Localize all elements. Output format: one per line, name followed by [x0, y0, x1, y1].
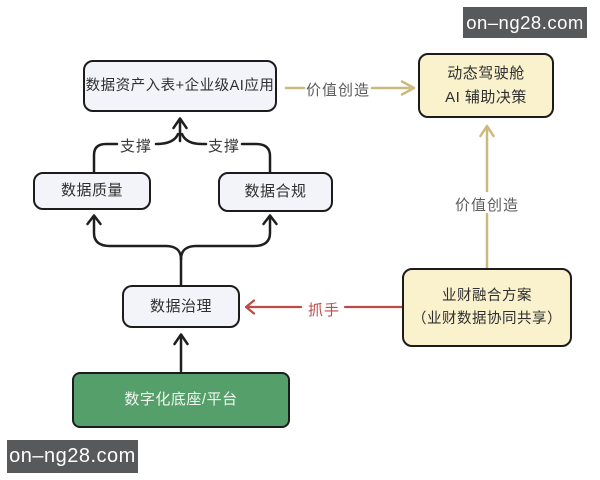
node-finance-line2: （业财数据协同共享） — [412, 310, 562, 327]
node-compliance-label: 数据合规 — [244, 183, 307, 201]
watermark-badge-bottom-left: on–ng28.com — [7, 440, 138, 473]
node-cockpit: 动态驾驶舱 AI 辅助决策 — [418, 53, 554, 118]
edge-label-support-right: 支撑 — [207, 138, 240, 155]
node-quality-label: 数据质量 — [60, 182, 123, 200]
edge-label-grip: 抓手 — [307, 302, 340, 319]
edge-label-value-creation-top: 价值创造 — [305, 82, 370, 99]
node-finance: 业财融合方案 （业财数据协同共享） — [402, 268, 572, 347]
node-cockpit-line1: 动态驾驶舱 — [447, 65, 525, 83]
arrow-finance-to-governance — [244, 299, 404, 315]
edge-label-value-creation-right: 价值创造 — [454, 197, 519, 214]
arrow-data-asset-to-cockpit — [284, 80, 416, 96]
node-governance-label: 数据治理 — [149, 297, 212, 315]
node-finance-line1: 业财融合方案 — [442, 288, 532, 305]
arrow-finance-to-cockpit — [479, 124, 495, 270]
edge-label-support-left: 支撑 — [119, 138, 152, 155]
node-data-asset-label: 数据资产入表+企业级AI应用 — [85, 77, 275, 94]
watermark-badge-top-right: on–ng28.com — [463, 7, 587, 38]
arrow-support-to-data-asset — [92, 117, 272, 174]
node-platform: 数字化底座/平台 — [72, 372, 290, 428]
node-cockpit-line2: AI 辅助决策 — [445, 88, 527, 106]
arrow-governance-to-quality-compliance — [86, 214, 278, 287]
node-data-asset: 数据资产入表+企业级AI应用 — [83, 60, 277, 112]
node-platform-label: 数字化底座/平台 — [124, 391, 238, 409]
node-compliance: 数据合规 — [218, 172, 333, 212]
node-quality: 数据质量 — [33, 172, 151, 210]
node-governance: 数据治理 — [122, 285, 240, 328]
arrow-platform-to-governance — [173, 333, 189, 373]
